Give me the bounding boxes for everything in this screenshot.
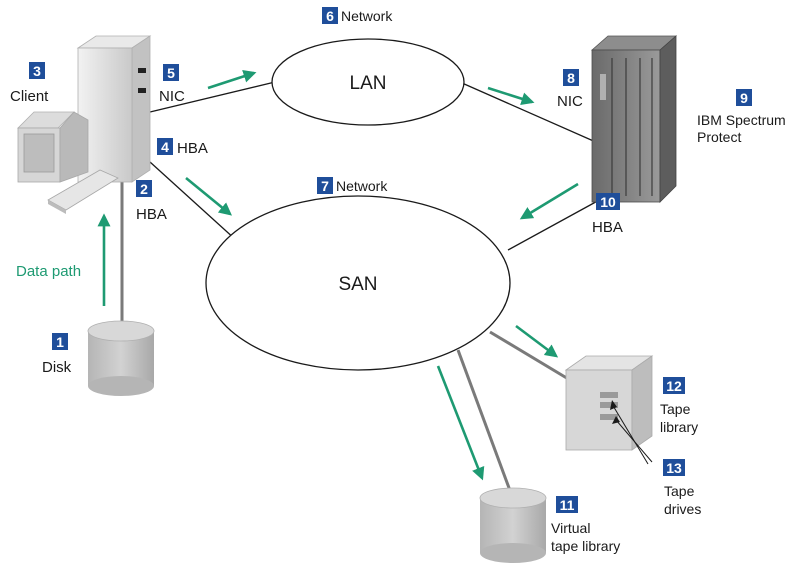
tape-library-icon	[564, 355, 654, 451]
badge-12-number: 12	[666, 378, 682, 394]
badge-10-number: 10	[600, 194, 616, 210]
hba-client-label: HBA	[136, 206, 167, 223]
badge-2-number: 2	[140, 181, 148, 197]
tape-library-label-line2: library	[660, 419, 698, 435]
vtl-label-line1: Virtual	[551, 520, 590, 536]
virtual-tape-library-icon	[479, 487, 547, 563]
server-san-link	[507, 197, 604, 251]
data-path-arrow-lan-in	[207, 70, 257, 90]
nic-client-label: NIC	[159, 88, 185, 105]
data-path-arrow-vtl	[436, 365, 485, 481]
badge-1	[52, 333, 68, 350]
disk-icon	[87, 320, 155, 396]
san-tape-cable	[489, 330, 571, 382]
badge-2	[136, 180, 152, 197]
network-lan-label: Network	[341, 8, 393, 24]
badge-4-number: 4	[161, 139, 169, 155]
data-path-arrow-san-in	[185, 176, 233, 216]
tape-library-label-line1: Tape	[660, 401, 691, 417]
badge-11	[556, 496, 578, 513]
badge-6-number: 6	[326, 8, 334, 24]
vtl-label-line2: tape library	[551, 538, 620, 554]
data-path-arrow-tape	[515, 324, 559, 358]
client-computer-icon	[17, 35, 152, 214]
badge-6	[322, 7, 338, 24]
data-path-arrows	[97, 70, 579, 481]
server-label-line1: IBM Spectrum	[697, 112, 786, 128]
lan-server-link	[461, 82, 599, 144]
san-label: SAN	[338, 274, 377, 295]
data-path-arrow-server-san	[519, 182, 579, 220]
badge-7	[317, 177, 333, 194]
tape-drives-label-line2: drives	[664, 501, 701, 517]
badge-4	[157, 138, 173, 155]
data-path-arrow-lan-out	[487, 86, 535, 106]
badge-9	[736, 89, 752, 106]
hba-server-label: HBA	[592, 219, 623, 236]
badge-13-number: 13	[666, 460, 682, 476]
lan-ellipse	[271, 38, 465, 126]
badge-12	[663, 377, 685, 394]
san-ellipse	[205, 195, 511, 371]
badge-7-number: 7	[321, 178, 329, 194]
san-vtl-cable	[456, 349, 514, 497]
badge-3-number: 3	[33, 63, 41, 79]
hba-top-label: HBA	[177, 140, 208, 157]
badge-11-number: 11	[560, 497, 575, 513]
lan-label: LAN	[350, 73, 387, 94]
tape-drives-label-line1: Tape	[664, 483, 695, 499]
badge-5	[163, 64, 179, 81]
badge-5-number: 5	[167, 65, 175, 81]
client-san-link	[149, 161, 237, 241]
server-icon	[590, 35, 678, 203]
badge-8	[563, 69, 579, 86]
network-san-label: Network	[336, 178, 388, 194]
badge-10	[596, 193, 620, 210]
badge-3	[29, 62, 45, 79]
disk-label: Disk	[42, 359, 72, 376]
badge-8-number: 8	[567, 70, 575, 86]
badge-13	[663, 459, 685, 476]
server-label-line2: Protect	[697, 129, 741, 145]
tape-drive-pointer-2	[611, 403, 649, 465]
data-path-label: Data path	[16, 263, 81, 280]
nic-server-label: NIC	[557, 93, 583, 110]
badge-1-number: 1	[56, 334, 64, 350]
badge-9-number: 9	[740, 90, 748, 106]
client-lan-link	[149, 81, 276, 113]
client-label: Client	[10, 88, 49, 105]
